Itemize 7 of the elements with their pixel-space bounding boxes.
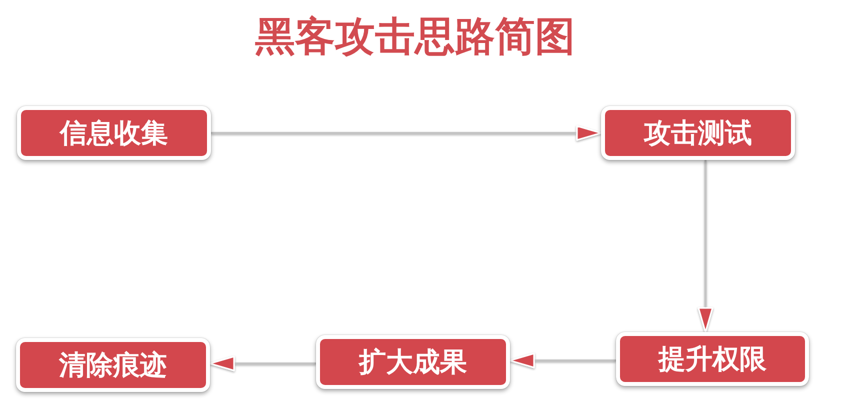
arrow [698,160,714,333]
node-label: 提升权限 [658,343,766,377]
node-label: 清除痕迹 [59,349,167,383]
diagram-title: 黑客攻击思路简图 [255,13,575,61]
node-label: 攻击测试 [644,117,752,151]
node-label: 信息收集 [60,117,168,151]
node-label: 扩大成果 [359,346,467,380]
